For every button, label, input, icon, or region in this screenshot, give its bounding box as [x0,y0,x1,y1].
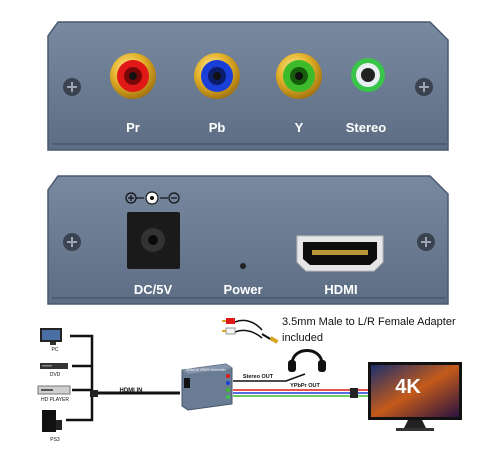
ps3-icon [42,410,62,432]
source-label-hd-player: HD PLAYER [41,397,69,403]
ypbpr-out-label: YPbPr OUT [290,383,320,389]
hdmi-port[interactable] [296,235,384,272]
tv-4k-label: 4K [395,376,421,398]
hdmi-cable [66,394,94,422]
stereo-jack[interactable] [351,58,385,92]
dc-jack[interactable] [127,212,180,269]
bottom-panel: DC/5V Power HDMI [47,175,449,305]
polarity-icon [125,191,180,205]
pb-jack[interactable] [194,53,240,99]
power-led-icon [240,263,246,269]
rca-plug-icon [350,388,358,398]
screw-icon [63,78,81,96]
headphones-icon [288,349,326,372]
tv-icon: 4K [368,362,462,431]
hd-player-icon [37,385,71,395]
pr-label: Pr [126,120,140,135]
top-panel: Pr Pb Y Stereo [47,21,449,151]
source-label-pc: PC [52,347,59,353]
stereo-label: Stereo [346,120,387,135]
y-jack[interactable] [276,53,322,99]
adapter-cable-icon [222,318,279,344]
stereo-out-label: Stereo OUT [243,374,274,380]
stereo-cable [233,373,306,382]
connection-diagram: PC DVD HD PLAYER PS3 HDMI IN HDMI to Y [37,316,462,443]
hdmi-cable [70,334,94,394]
converter-device: HDMI to YPbPr Converter [181,363,233,411]
adapter-note-line1: 3.5mm Male to L/R Female Adapter [282,316,456,328]
pr-jack[interactable] [110,53,156,99]
dvd-icon [40,363,68,369]
adapter-note-line2: included [282,332,323,344]
pc-icon [40,328,62,345]
pb-label: Pb [209,120,226,135]
power-label: Power [223,282,262,297]
screw-icon [415,78,433,96]
hdmi-label: HDMI [324,282,357,297]
source-label-ps3: PS3 [50,437,60,443]
hdmi-plug-icon [90,390,98,397]
y-label: Y [295,120,304,135]
device-label: HDMI to YPbPr Converter [186,368,227,372]
hdmi-in-label: HDMI IN [120,388,143,394]
source-label-dvd: DVD [50,372,61,378]
screw-icon [417,233,435,251]
screw-icon [63,233,81,251]
dc-label: DC/5V [134,282,173,297]
